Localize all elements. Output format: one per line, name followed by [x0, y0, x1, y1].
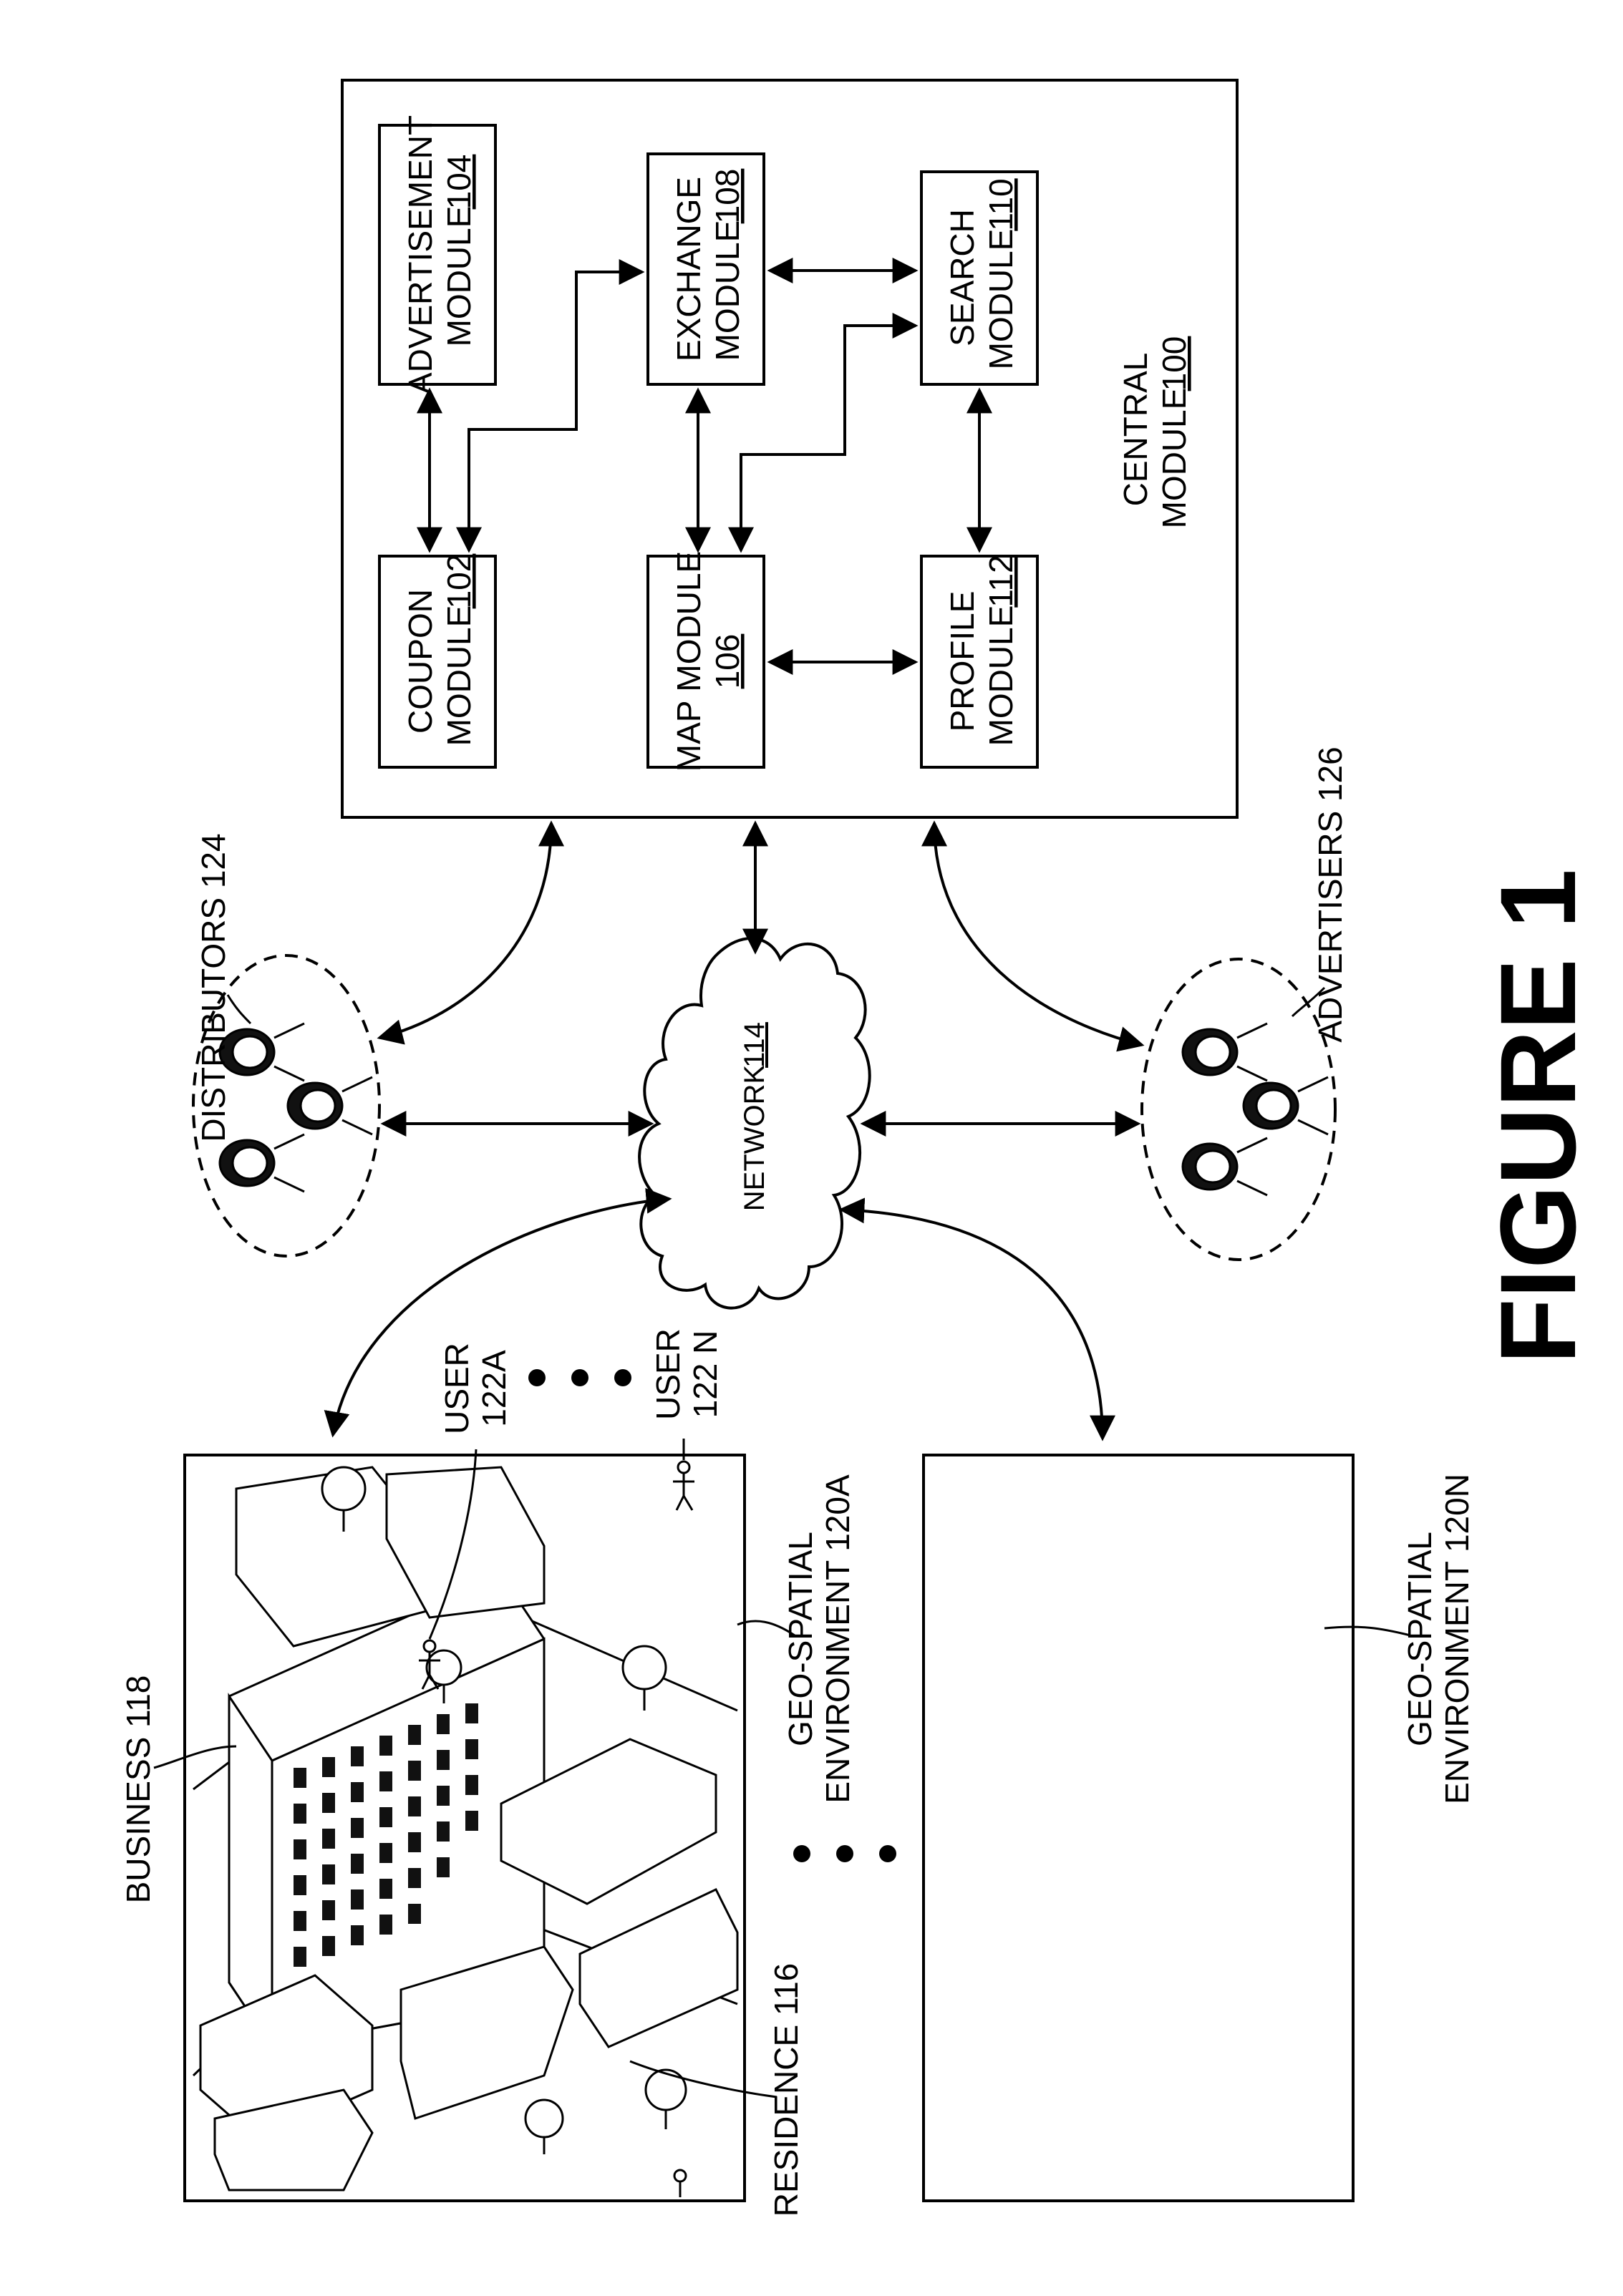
svg-text:ENVIRONMENT 120N: ENVIRONMENT 120N	[1438, 1474, 1476, 1804]
svg-text:RESIDENCE 116: RESIDENCE 116	[767, 1963, 805, 2217]
svg-text:USER: USER	[438, 1343, 475, 1434]
arrow-map-search	[741, 326, 916, 550]
svg-text:BUSINESS 118: BUSINESS 118	[120, 1675, 157, 1904]
svg-text:MODULE: MODULE	[709, 220, 746, 361]
user-a-label: USER 122A	[438, 1343, 513, 1434]
svg-text:ADVERTISEMENT: ADVERTISEMENT	[402, 115, 439, 394]
tree-icon	[623, 1646, 666, 1711]
network-label: NETWORK 114	[739, 1022, 770, 1211]
profile-module-label: PROFILE MODULE 112	[944, 555, 1019, 746]
svg-text:COUPON: COUPON	[402, 589, 439, 734]
person-icon	[220, 1023, 304, 1081]
person-icon	[288, 1077, 372, 1134]
arrow-advertisers-central	[934, 823, 1142, 1045]
svg-text:MODULE: MODULE	[440, 605, 478, 746]
svg-text:MODULE: MODULE	[440, 206, 478, 347]
svg-text:104: 104	[440, 155, 478, 210]
svg-text:CENTRAL: CENTRAL	[1117, 353, 1154, 507]
tree-icon	[646, 2070, 686, 2129]
env-n-leader	[1324, 1627, 1410, 1635]
svg-text:102: 102	[440, 554, 478, 609]
person-icon	[1244, 1077, 1328, 1134]
city-illustration	[193, 1461, 737, 2197]
svg-text:122A: 122A	[475, 1350, 513, 1427]
svg-text:SEARCH: SEARCH	[944, 209, 981, 346]
svg-text:106: 106	[709, 634, 746, 689]
coupon-module-label: COUPON MODULE 102	[402, 554, 478, 746]
svg-text:FIGURE 1: FIGURE 1	[1478, 869, 1598, 1364]
arrow-network-env-n	[841, 1210, 1103, 1439]
exchange-module-label: EXCHANGE MODULE 108	[670, 169, 746, 361]
svg-text:ADVERTISERS 126: ADVERTISERS 126	[1312, 746, 1349, 1042]
env-a-label: GEO-SPATIAL ENVIRONMENT 120A	[782, 1474, 856, 1804]
svg-text:EXCHANGE: EXCHANGE	[670, 177, 707, 361]
person-icon	[1183, 1138, 1267, 1195]
advertisers-label: ADVERTISERS 126	[1312, 746, 1349, 1042]
distributors-people	[220, 1023, 372, 1192]
svg-text:100: 100	[1156, 336, 1193, 391]
map-module-label: MAP MODULE 106	[670, 551, 746, 772]
svg-text:DISTRIBUTORS 124: DISTRIBUTORS 124	[195, 833, 232, 1142]
pedestrian-icon	[674, 2170, 686, 2197]
advertisement-module-label: ADVERTISEMENT MODULE 104	[402, 115, 478, 394]
figure-title: FIGURE 1	[1478, 869, 1598, 1364]
tree-icon	[525, 2100, 563, 2154]
svg-text:122 N: 122 N	[687, 1331, 724, 1419]
business-leader	[154, 1746, 236, 1768]
svg-text:MODULE: MODULE	[982, 605, 1019, 746]
svg-text:MODULE: MODULE	[1156, 388, 1193, 529]
user-n-label: USER 122 N	[649, 1328, 724, 1420]
environments-ellipsis	[793, 1845, 896, 1862]
geo-spatial-environment-n	[924, 1455, 1353, 2201]
distributors-label: DISTRIBUTORS 124	[195, 833, 232, 1142]
central-module-label: CENTRAL MODULE 100	[1117, 336, 1193, 529]
svg-text:MAP MODULE: MAP MODULE	[670, 551, 707, 772]
svg-text:110: 110	[982, 178, 1019, 230]
svg-text:GEO-SPATIAL: GEO-SPATIAL	[1401, 1532, 1438, 1746]
residence-label: RESIDENCE 116	[767, 1963, 805, 2217]
svg-text:NETWORK: NETWORK	[739, 1064, 770, 1211]
advertisers-people	[1183, 1023, 1328, 1195]
person-icon	[220, 1134, 304, 1192]
svg-text:114: 114	[739, 1022, 770, 1068]
svg-text:ENVIRONMENT 120A: ENVIRONMENT 120A	[819, 1474, 856, 1804]
arrow-distributors-central	[379, 823, 551, 1038]
users-ellipsis	[528, 1369, 631, 1386]
person-icon	[1183, 1023, 1267, 1081]
env-n-label: GEO-SPATIAL ENVIRONMENT 120N	[1401, 1474, 1476, 1804]
search-module-label: SEARCH MODULE 110	[944, 178, 1019, 369]
business-label: BUSINESS 118	[120, 1675, 157, 1904]
svg-text:USER: USER	[649, 1328, 687, 1420]
svg-text:112: 112	[982, 555, 1019, 607]
svg-text:GEO-SPATIAL: GEO-SPATIAL	[782, 1532, 819, 1746]
svg-text:108: 108	[709, 169, 746, 224]
pedestrian-icon	[673, 1461, 694, 1510]
svg-text:PROFILE: PROFILE	[944, 591, 981, 732]
svg-text:MODULE: MODULE	[982, 229, 1019, 370]
